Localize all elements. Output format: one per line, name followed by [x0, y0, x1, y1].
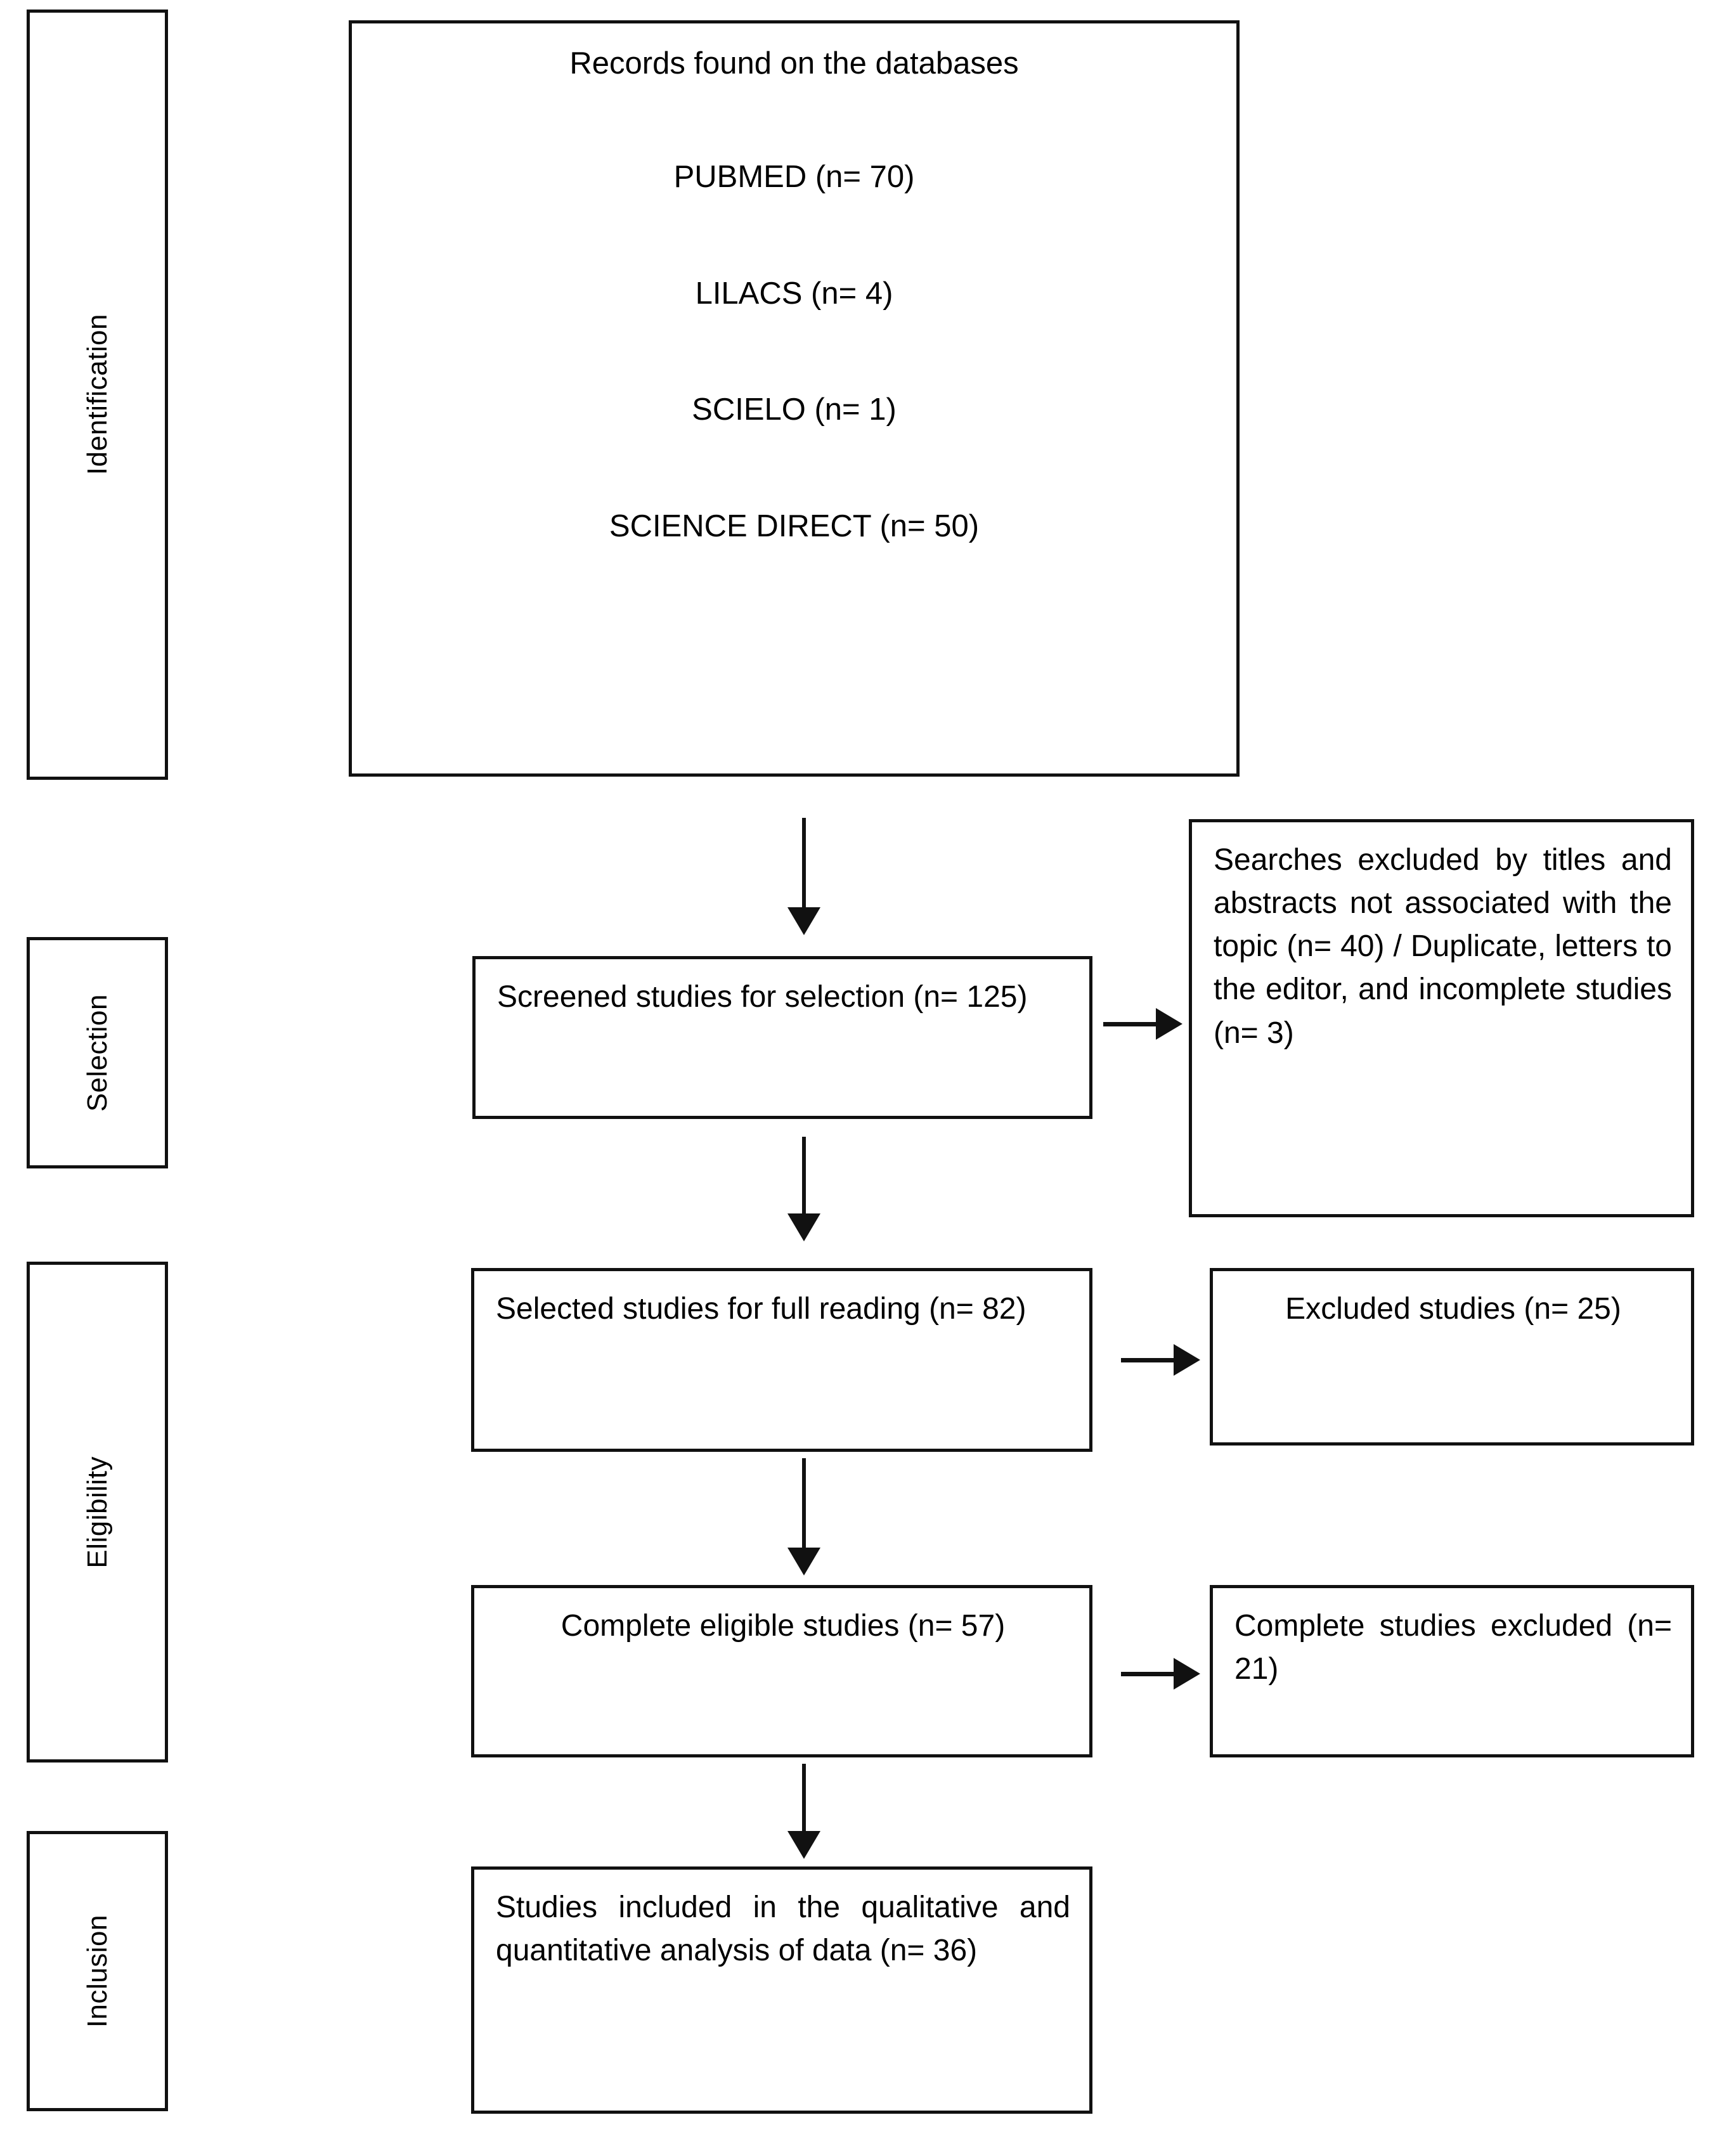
- complete-excluded-text: Complete studies excluded (n= 21): [1234, 1609, 1672, 1686]
- stage-label-selection: Selection: [81, 993, 113, 1112]
- source-scielo: SCIELO (n= 1): [692, 392, 897, 427]
- records-found-title: Records found on the databases: [569, 46, 1019, 81]
- node-records-found: Records found on the databases PUBMED (n…: [349, 20, 1240, 777]
- stage-box-selection: Selection: [27, 937, 168, 1168]
- arrow-selected-to-excluded: [1121, 1344, 1200, 1376]
- searches-excluded-text: Searches excluded by titles and abstract…: [1214, 843, 1672, 1050]
- arrow-selected-to-complete-eligible: [777, 1458, 831, 1575]
- source-lilacs: LILACS (n= 4): [695, 276, 893, 311]
- node-excluded-studies: Excluded studies (n= 25): [1210, 1268, 1694, 1446]
- arrow-screened-to-selected: [777, 1137, 831, 1241]
- node-complete-eligible: Complete eligible studies (n= 57): [471, 1585, 1092, 1757]
- stage-label-eligibility: Eligibility: [81, 1456, 113, 1569]
- arrow-screened-to-searches-excluded: [1103, 1008, 1182, 1040]
- node-searches-excluded: Searches excluded by titles and abstract…: [1189, 819, 1694, 1217]
- source-science-direct: SCIENCE DIRECT (n= 50): [609, 509, 980, 544]
- stage-box-identification: Identification: [27, 10, 168, 780]
- source-pubmed: PUBMED (n= 70): [673, 159, 915, 194]
- stage-label-identification: Identification: [81, 314, 113, 475]
- stage-box-inclusion: Inclusion: [27, 1831, 168, 2111]
- stage-box-eligibility: Eligibility: [27, 1262, 168, 1763]
- arrow-eligible-to-complete-excluded: [1121, 1658, 1200, 1690]
- arrow-records-to-screened: [777, 818, 831, 935]
- node-complete-excluded: Complete studies excluded (n= 21): [1210, 1585, 1694, 1757]
- complete-eligible-text: Complete eligible studies (n= 57): [560, 1609, 1006, 1643]
- selected-full-reading-text: Selected studies for full reading (n= 82…: [496, 1292, 1027, 1326]
- stage-label-inclusion: Inclusion: [81, 1914, 113, 2028]
- node-studies-included: Studies included in the qualitative and …: [471, 1866, 1092, 2114]
- screened-studies-text: Screened studies for selection (n= 125): [497, 980, 1028, 1014]
- node-screened-studies: Screened studies for selection (n= 125): [472, 956, 1092, 1119]
- arrow-eligible-to-included: [777, 1764, 831, 1859]
- excluded-studies-text: Excluded studies (n= 25): [1285, 1292, 1621, 1326]
- studies-included-text: Studies included in the qualitative and …: [496, 1891, 1070, 1968]
- node-selected-full-reading: Selected studies for full reading (n= 82…: [471, 1268, 1092, 1452]
